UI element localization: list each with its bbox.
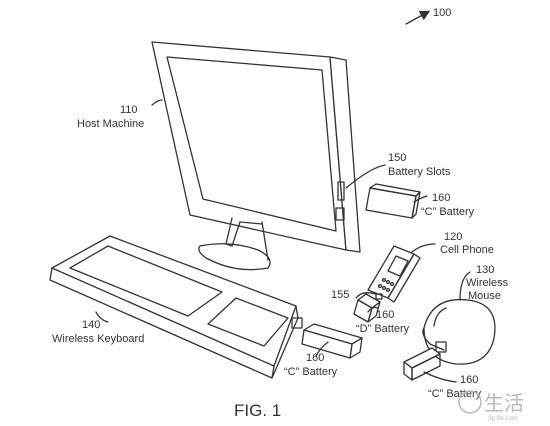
leader-wireless-keyboard [95, 311, 109, 323]
c-battery-keyboard-number: 160 [306, 352, 324, 364]
leader-ref-100 [405, 10, 431, 25]
leader-c-battery-top [413, 195, 428, 203]
leader-battery-slots [345, 164, 386, 189]
watermark-url: 3g life.com [488, 416, 517, 422]
wireless-mouse-number: 130 [476, 264, 494, 276]
c-battery-mouse-drawing [403, 347, 441, 381]
d-battery-label: “D” Battery [356, 323, 410, 335]
d-battery-drawing [353, 293, 381, 323]
watermark-badge-icon [458, 390, 482, 414]
leader-d-battery [367, 306, 379, 313]
watermark-logo: 生活 3g life.com [458, 390, 524, 422]
cell-phone-drawing [367, 245, 421, 303]
watermark-text: 生活 [484, 392, 524, 415]
c-battery-mouse-label: “C” Battery [428, 388, 482, 400]
cell-phone-label: Cell Phone [440, 244, 494, 256]
wireless-keyboard-drawing [49, 235, 303, 379]
battery-slots-label: Battery Slots [388, 166, 451, 178]
host-machine-number: 110 [120, 104, 138, 116]
wireless-mouse-label-line2: Mouse [468, 290, 501, 302]
leader-c-battery-keyboard [315, 341, 329, 357]
c-battery-keyboard-drawing [301, 323, 363, 359]
leader-cell-phone [411, 243, 436, 253]
d-battery-number: 160 [376, 309, 394, 321]
c-battery-keyboard-label: “C” Battery [284, 366, 338, 378]
cell-phone-number: 120 [444, 231, 462, 243]
c-battery-top-drawing [365, 183, 421, 219]
wireless-mouse-label-line1: Wireless [466, 277, 509, 289]
leader-wireless-mouse [459, 271, 471, 301]
leader-c-battery-mouse [423, 371, 457, 383]
phone-slot-number: 155 [331, 289, 349, 301]
c-battery-top-number: 160 [432, 192, 450, 204]
wireless-mouse-drawing [422, 298, 496, 365]
host-machine-drawing [151, 41, 361, 271]
c-battery-top-label: “C” Battery [421, 206, 475, 218]
host-machine-label: Host Machine [77, 118, 144, 130]
leader-host-machine [151, 99, 163, 106]
battery-slots-number: 150 [388, 152, 406, 164]
wireless-keyboard-label: Wireless Keyboard [52, 333, 144, 345]
figure-caption: FIG. 1 [234, 401, 281, 420]
ref-number-100: 100 [433, 7, 451, 19]
leader-phone-slot [355, 292, 377, 299]
wireless-keyboard-number: 140 [82, 319, 100, 331]
c-battery-mouse-number: 160 [460, 374, 478, 386]
